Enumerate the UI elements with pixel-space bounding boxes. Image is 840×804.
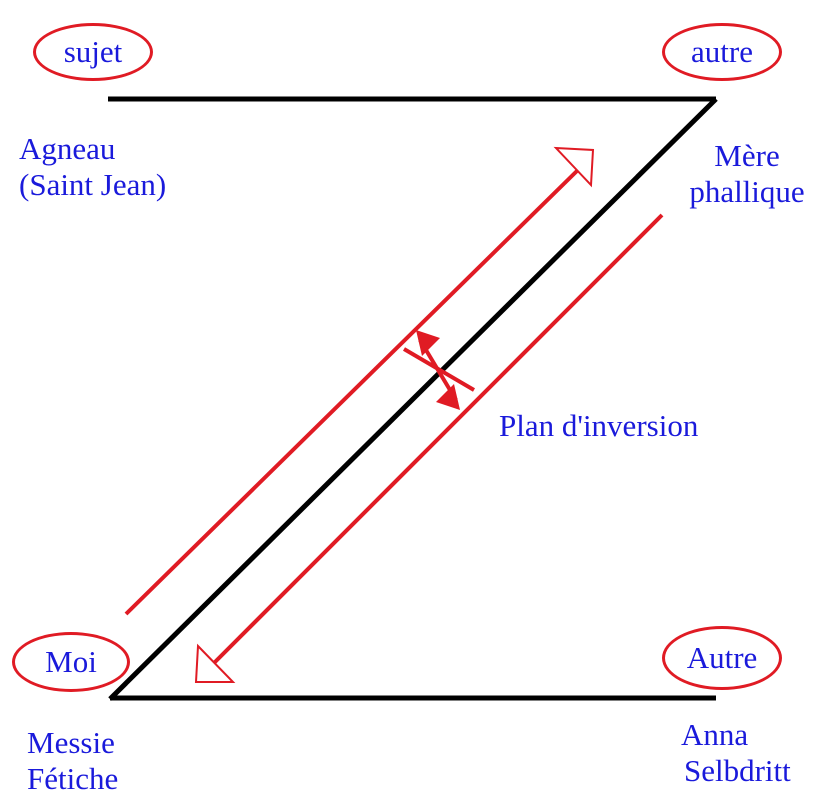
label-messie-line2: Fétiche: [27, 761, 119, 796]
label-anna-line1: Anna: [681, 717, 749, 752]
label-agneau-line2: (Saint Jean): [19, 167, 167, 202]
label-mere-phallique: Mère phallique: [677, 138, 817, 210]
label-messie: Messie Fétiche: [27, 725, 118, 797]
inversion-arrow-head-up: [416, 330, 440, 356]
label-mere-line1: Mère: [714, 138, 780, 173]
diagonal-line: [108, 97, 718, 701]
label-anna-line2: Selbdritt: [684, 753, 791, 788]
label-agneau: Agneau (Saint Jean): [19, 131, 166, 203]
label-agneau-line1: Agneau: [19, 131, 116, 166]
label-messie-line1: Messie: [27, 725, 115, 760]
downward-arrow-head: [194, 643, 236, 683]
node-autre-big: Autre: [662, 626, 782, 690]
inversion-arrow-head-down: [436, 384, 460, 410]
upward-arrow-shaft: [124, 164, 584, 616]
node-autre: autre: [662, 23, 782, 81]
label-plan-inversion: Plan d'inversion: [499, 408, 699, 443]
downward-arrow-shaft: [210, 213, 664, 667]
node-moi: Moi: [12, 632, 130, 692]
label-anna: Anna Selbdritt: [681, 717, 791, 789]
node-sujet: sujet: [33, 23, 153, 81]
upward-arrow-head: [553, 146, 595, 188]
label-mere-line2: phallique: [689, 174, 805, 209]
